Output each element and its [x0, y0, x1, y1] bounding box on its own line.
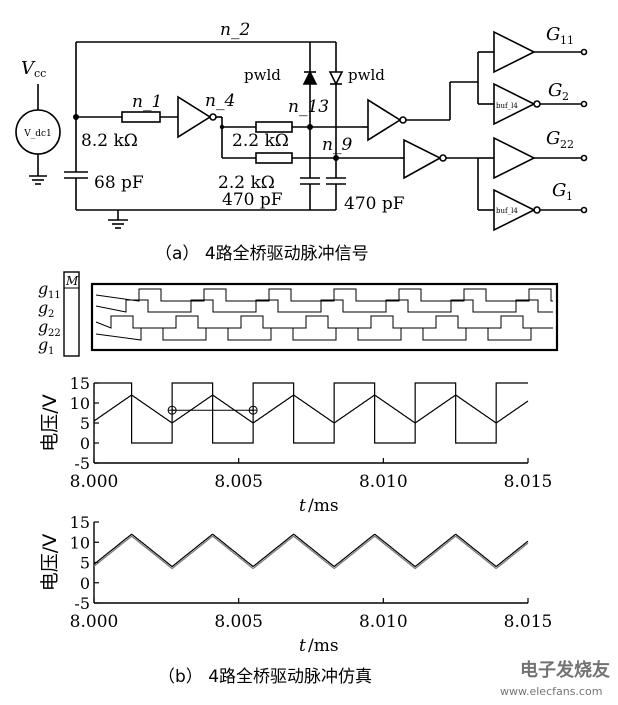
y-tick-label-2-4: 15: [70, 513, 90, 532]
source-label: V_dc1: [23, 129, 52, 139]
watermark-brand: 电子发烧友: [520, 659, 610, 681]
signal-g11: g: [38, 279, 48, 298]
output-g2: G: [548, 80, 562, 101]
signal-g1-sub: 1: [48, 346, 54, 357]
resistor-r2-label: 2.2 kΩ: [232, 131, 289, 151]
series-line-2-0: [93, 533, 529, 568]
x-tick-label-1-2: 8.010: [359, 472, 408, 492]
signal-g2-sub: 2: [48, 309, 54, 320]
x-tick-label-1-3: 8.015: [504, 472, 553, 492]
capacitor-c1-label: 68 pF: [94, 173, 144, 193]
signal-g2: g: [38, 298, 48, 317]
vcc-sub: cc: [34, 67, 46, 80]
y-tick-label-2-3: 10: [70, 533, 90, 552]
y-axis-label-1: 电压/V: [39, 394, 61, 451]
resistor-r3: [255, 152, 293, 164]
digital-waveform-frame: [90, 282, 559, 352]
node-n2: n_2: [220, 20, 250, 40]
inverter-2: [367, 98, 402, 142]
diode-d1-label: pwld: [244, 66, 281, 84]
buffer-g22: [493, 136, 536, 180]
y-axis-label-2: 电压/V: [39, 534, 61, 591]
output-g1-sub: 1: [566, 190, 573, 203]
signal-g22-sub: 22: [48, 328, 61, 339]
caption-b: （b） 4路全桥驱动脉冲仿真: [158, 667, 372, 687]
x-axis-unit-2: /ms: [308, 636, 339, 656]
watermark-url: www.elecfans.com: [500, 685, 602, 698]
diode-d2-label: pwld: [348, 66, 385, 84]
resistor-r1-label: 8.2 kΩ: [81, 131, 138, 151]
output-g11: G: [546, 24, 560, 45]
x-tick-label-1-1: 8.005: [214, 472, 263, 492]
watermark: 电子发烧友 www.elecfans.com: [500, 659, 610, 698]
series-line-2-1: [93, 535, 529, 570]
buffer-b1-label: buf_l4: [496, 102, 518, 110]
digital-wave-2: [95, 315, 553, 329]
digital-wave-0: [95, 288, 553, 302]
y-tick-label-2-2: 5: [80, 554, 90, 573]
x-tick-label-2-0: 8.000: [70, 612, 119, 632]
signal-g11-sub: 11: [48, 290, 61, 301]
y-tick-label-1-0: -5: [74, 454, 90, 473]
digital-marker-label: M: [65, 274, 79, 288]
signal-g1: g: [38, 335, 48, 354]
resistor-r3-label: 2.2 kΩ: [218, 173, 275, 193]
series-line-1-1: [93, 394, 529, 424]
y-tick-label-2-1: 0: [80, 574, 90, 593]
series-line-1-0: [94, 382, 528, 444]
output-g22: G: [546, 128, 560, 149]
digital-marker-box: [63, 271, 80, 357]
y-tick-label-1-1: 0: [80, 434, 90, 453]
capacitor-c2-label: 470 pF: [222, 190, 283, 210]
x-tick-label-2-2: 8.010: [359, 612, 408, 632]
node-n13: n_13: [288, 97, 329, 117]
diode-d1: [302, 70, 318, 85]
buffer-b2-label: buf_l4: [496, 207, 518, 215]
y-tick-label-2-0: -5: [74, 594, 90, 613]
digital-wave-3: [95, 327, 553, 341]
x-axis-unit-1: /ms: [308, 496, 339, 516]
signal-g22: g: [38, 317, 48, 336]
x-tick-label-1-0: 8.000: [70, 472, 119, 492]
buffer-g11: [493, 30, 536, 74]
y-tick-label-1-4: 15: [70, 374, 90, 393]
digital-signal-names: g 11 g 2 g 22 g 1: [38, 279, 61, 357]
node-n4: n_4: [205, 91, 235, 111]
output-g11-sub: 11: [560, 34, 574, 47]
buffer-g1: [493, 188, 536, 232]
y-tick-label-1-3: 10: [70, 394, 90, 413]
output-g2-sub: 2: [562, 90, 569, 103]
digital-wave-1: [95, 299, 553, 313]
diode-d2: [328, 71, 344, 86]
x-axis-label-2: t: [299, 636, 306, 656]
y-tick-label-1-2: 5: [80, 414, 90, 433]
vcc-label: V: [21, 58, 36, 79]
digital-waveforms: [95, 288, 553, 341]
output-g1: G: [552, 180, 566, 201]
x-tick-label-2-1: 8.005: [214, 612, 263, 632]
inverter-3: [403, 138, 442, 180]
capacitor-c3-label: 470 pF: [344, 194, 405, 214]
x-tick-label-2-3: 8.015: [504, 612, 553, 632]
inverter-1: [177, 95, 212, 139]
resistor-r1: [121, 111, 161, 123]
circuit-schematic: [15, 30, 588, 232]
node-n1: n_1: [132, 92, 162, 112]
node-n9: n_9: [322, 135, 352, 155]
output-g22-sub: 22: [560, 138, 574, 151]
buffer-g2: [493, 82, 536, 126]
x-axis-label-1: t: [299, 496, 306, 516]
caption-a: （a） 4路全桥驱动脉冲信号: [155, 244, 369, 264]
